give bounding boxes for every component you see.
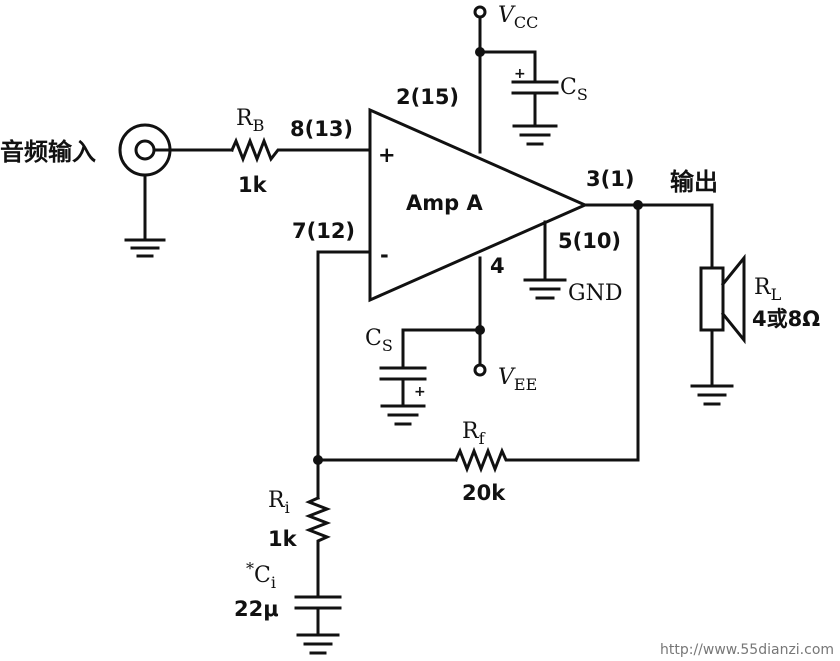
rl-label: RL [754, 275, 782, 304]
rf-label: Rf [462, 419, 486, 448]
ci-label: *Ci [246, 559, 276, 592]
capacitor-ci [294, 595, 342, 655]
ci-value: 22μ [234, 597, 279, 621]
pin-3-label: 3(1) [586, 167, 634, 191]
resistor-ri [304, 496, 332, 597]
audio-input-jack [118, 123, 234, 258]
minus-sign: - [380, 243, 389, 267]
svg-text:+: + [414, 384, 426, 400]
ri-label: Ri [268, 488, 290, 517]
rb-value: 1k [238, 173, 268, 197]
svg-text:+: + [514, 66, 526, 82]
capacitor-cs-bottom: + [379, 328, 427, 426]
pin-4-label: 4 [490, 254, 505, 278]
vcc-label: VCC [498, 3, 538, 32]
resistor-rf [454, 446, 640, 474]
vee-label: VEE [498, 365, 537, 394]
resistor-rb [230, 136, 372, 164]
audio-input-label: 音频输入 [0, 138, 96, 166]
amp-triangle [368, 107, 589, 303]
cs-bottom-label: CS [365, 326, 393, 355]
gnd-pin5 [523, 220, 567, 300]
rb-label: RB [236, 106, 264, 135]
pin-5-label: 5(10) [558, 229, 621, 253]
rl-value: 4或8Ω [752, 307, 820, 331]
gnd-label: GND [568, 281, 622, 306]
watermark: http://www.55dianzi.com [660, 642, 834, 658]
vee-supply [401, 256, 487, 377]
vcc-supply [473, 5, 537, 154]
ri-value: 1k [268, 527, 298, 551]
rf-value: 20k [462, 481, 506, 505]
plus-sign: + [378, 143, 396, 167]
feedback-wires [313, 203, 640, 500]
pin-8-label: 8(13) [290, 117, 353, 141]
capacitor-cs-top: + [511, 50, 559, 146]
output-label: 输出 [670, 168, 718, 196]
amp-label: Amp A [406, 191, 483, 215]
cs-top-label: CS [560, 75, 588, 104]
pin-7-label: 7(12) [292, 219, 355, 243]
pin-2-label: 2(15) [396, 85, 459, 109]
speaker-rl [690, 253, 746, 406]
